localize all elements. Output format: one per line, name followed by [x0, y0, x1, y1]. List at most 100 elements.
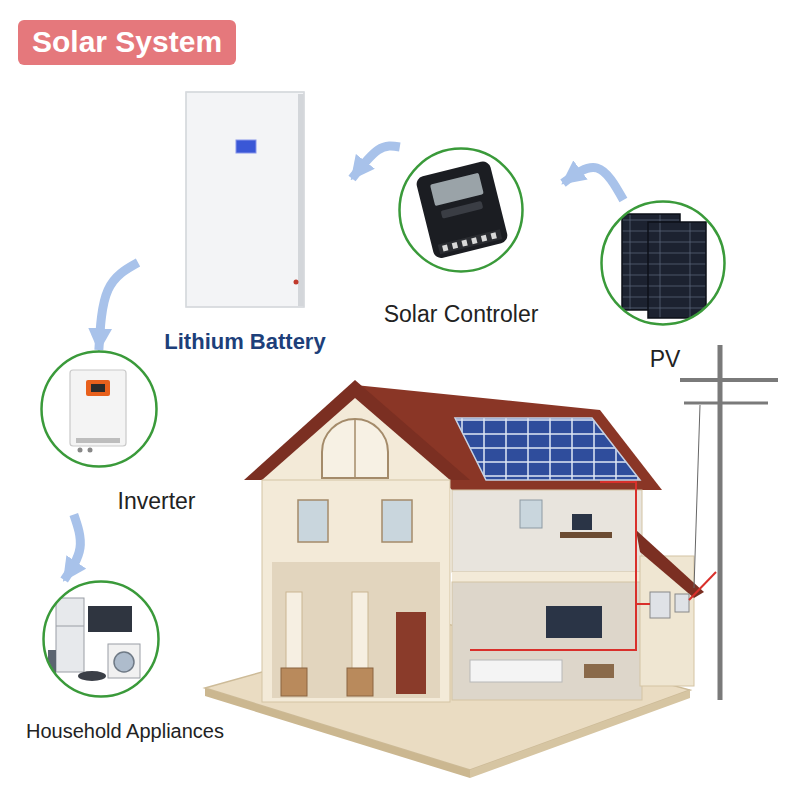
device-outline — [186, 92, 304, 307]
battery-node: Lithium Battery — [138, 92, 352, 354]
house-illustration-part — [584, 664, 614, 678]
circle-outline — [602, 202, 725, 325]
house-illustration-part — [572, 514, 592, 530]
house-illustration-part — [322, 419, 388, 478]
appliances-picture-part — [114, 652, 134, 672]
controller-picture-part — [461, 240, 467, 247]
controller-picture-part — [491, 232, 497, 239]
house-illustration-part — [452, 572, 642, 582]
controller-picture-part — [471, 237, 477, 244]
controller-picture — [399, 148, 523, 272]
house-illustration-part — [354, 420, 356, 478]
flow-arrow — [99, 262, 138, 350]
house-illustration-part — [520, 500, 542, 528]
house-illustration-part — [298, 500, 328, 542]
house-illustration-part — [262, 480, 450, 702]
appliances-picture-part — [88, 606, 132, 632]
appliances-picture-part — [43, 581, 159, 697]
node-label: Lithium Battery — [138, 329, 352, 354]
battery-picture-part — [298, 94, 304, 306]
title-banner: Solar System — [18, 20, 236, 65]
pv-node: PV — [588, 200, 742, 372]
inverter-picture — [41, 351, 157, 467]
house-illustration-part — [650, 592, 670, 618]
house-illustration-part — [347, 668, 373, 696]
outline — [600, 200, 726, 326]
house-illustration-part — [452, 582, 642, 700]
appliances-picture — [43, 581, 159, 697]
inverter-picture-part — [41, 351, 157, 467]
appliances-picture-part — [56, 598, 84, 672]
panel-outline — [186, 92, 304, 307]
icon-circle — [398, 147, 524, 273]
controller-picture-part — [441, 201, 484, 219]
icon-circle — [42, 580, 160, 698]
node-label: Inverter — [100, 488, 213, 514]
icon-circle — [40, 350, 158, 468]
controller-picture-part — [452, 242, 458, 249]
appliances-picture-part — [56, 626, 84, 627]
controller-picture-part — [481, 235, 487, 242]
node-label: Household Appliances — [8, 720, 242, 743]
house-illustration-part — [680, 378, 778, 382]
circle-outline — [42, 352, 157, 467]
outline — [398, 147, 524, 273]
house-illustration-part — [272, 562, 440, 698]
house-illustration-part — [560, 532, 612, 538]
node-label: PV — [588, 346, 742, 372]
house-illustration-part — [382, 500, 412, 542]
pv-picture — [601, 201, 725, 325]
appliances-node: Household Appliances — [8, 580, 242, 743]
battery-picture-part — [186, 92, 304, 307]
house-illustration-part — [600, 482, 650, 604]
battery-picture-part — [236, 140, 256, 153]
controller-node: Solar Controler — [359, 147, 563, 327]
house-illustration-part — [684, 402, 768, 405]
house-illustration-part — [452, 490, 642, 572]
node-label: Solar Controler — [359, 301, 563, 327]
battery-picture — [186, 92, 304, 307]
inverter-picture-part — [76, 438, 120, 443]
house-illustration-part — [689, 572, 716, 600]
outline — [40, 350, 158, 468]
house-illustration-part — [244, 380, 470, 480]
inverter-picture-part — [91, 384, 105, 392]
house-illustration-part — [694, 405, 700, 588]
outline — [186, 92, 304, 307]
inverter-picture-part — [86, 380, 110, 396]
circle-outline — [44, 582, 159, 697]
flow-arrow — [64, 514, 80, 580]
flow-arrow — [563, 167, 623, 200]
inverter-picture-part — [88, 448, 93, 453]
controller-picture-part — [430, 173, 484, 206]
flow-arrow — [352, 146, 400, 179]
house-illustration-part — [455, 418, 640, 480]
inverter-picture-part — [78, 448, 83, 453]
pv-picture-part — [622, 214, 706, 318]
controller-picture-part — [438, 229, 503, 254]
outline — [42, 580, 160, 698]
controller-picture-part — [399, 148, 523, 272]
circle-outline — [400, 149, 523, 272]
controller-picture-part — [442, 244, 448, 251]
house-illustration-part — [470, 660, 562, 682]
pv-picture-part — [648, 222, 706, 318]
icon-circle — [600, 200, 726, 326]
house-illustration-part — [718, 345, 723, 700]
house-illustration — [205, 345, 778, 778]
inverter-picture-part — [70, 370, 126, 446]
house-illustration-part — [262, 398, 450, 480]
house-illustration-part — [281, 668, 307, 696]
pv-picture-part — [601, 201, 725, 325]
house-illustration-part — [470, 604, 636, 650]
house-illustration-part — [546, 606, 602, 638]
house-illustration-part — [470, 690, 690, 778]
battery-picture-part — [294, 280, 299, 285]
inverter-node: Inverter — [38, 350, 217, 514]
appliances-picture-part — [108, 644, 140, 678]
appliances-picture-part — [48, 598, 140, 681]
house-illustration-part — [675, 594, 689, 612]
house-illustration-part — [396, 612, 426, 694]
